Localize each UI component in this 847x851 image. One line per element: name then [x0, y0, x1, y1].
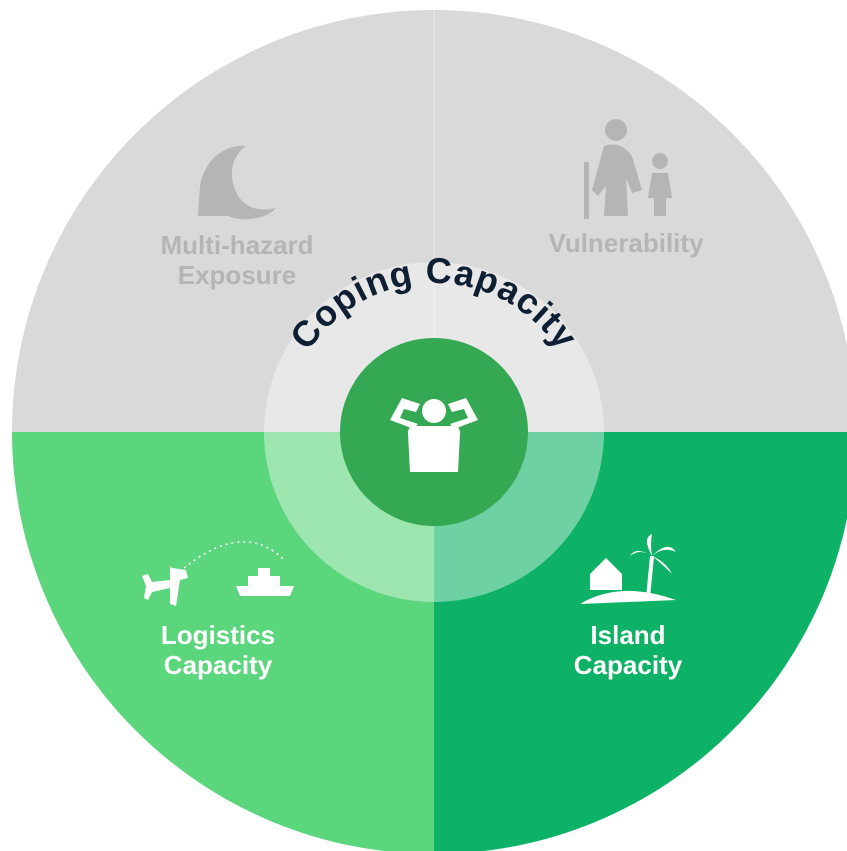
elderly-and-child-icon [584, 119, 672, 219]
island-house-icon [580, 534, 676, 604]
label-vulnerability-line1: Vulnerability [548, 228, 704, 258]
label-multi-hazard-exposure-line2: Exposure [177, 260, 297, 290]
wave-icon [198, 145, 276, 220]
label-logistics-capacity-line2: Capacity [163, 650, 273, 680]
label-logistics-capacity-line1: Logistics [160, 620, 276, 650]
label-multi-hazard-exposure: Multi-hazard Exposure [107, 230, 367, 290]
label-island-capacity: Island Capacity [498, 620, 758, 680]
person-relaxing-icon [390, 398, 478, 472]
label-multi-hazard-exposure-line1: Multi-hazard [160, 230, 314, 260]
label-island-capacity-line1: Island [590, 620, 666, 650]
label-logistics-capacity: Logistics Capacity [88, 620, 348, 680]
label-island-capacity-line2: Capacity [573, 650, 683, 680]
plane-to-ship-icon [142, 541, 294, 606]
label-vulnerability: Vulnerability [496, 228, 756, 258]
